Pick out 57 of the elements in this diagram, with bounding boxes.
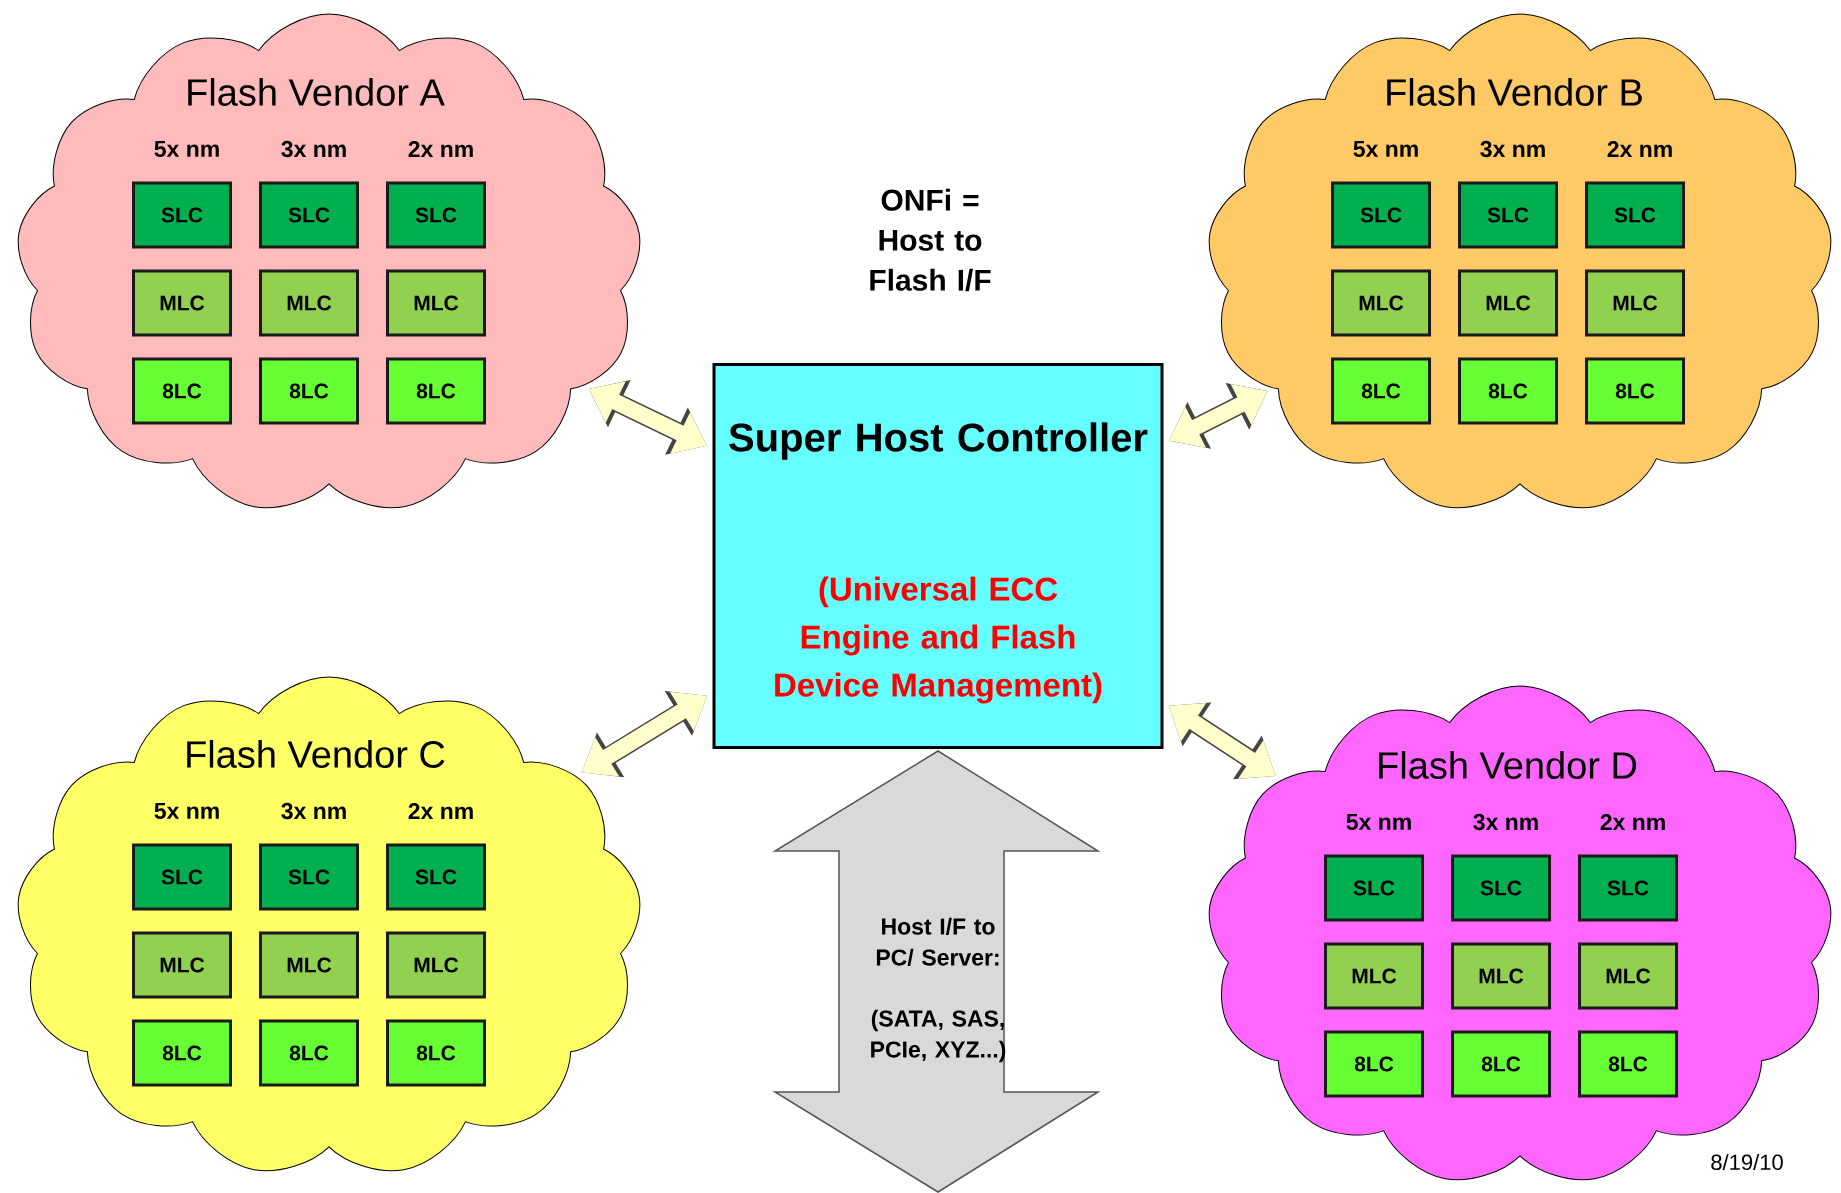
column-header: 5x nm (1346, 813, 1411, 830)
memory-cell: SLC (259, 181, 359, 249)
memory-cell: SLC (1331, 181, 1431, 249)
memory-cell: MLC (1578, 942, 1678, 1010)
memory-cell: SLC (132, 843, 232, 911)
memory-cell: 8LC (132, 357, 232, 425)
memory-cell: 8LC (1578, 1030, 1678, 1098)
column-header: 3x nm (1480, 140, 1545, 158)
column-header: 2x nm (1600, 813, 1665, 831)
memory-cell: 8LC (386, 357, 486, 425)
memory-cell: MLC (132, 269, 232, 337)
memory-cell: SLC (1585, 181, 1685, 249)
memory-cell: SLC (386, 843, 486, 911)
memory-cell: MLC (1585, 269, 1685, 337)
memory-cell: MLC (1458, 269, 1558, 337)
column-header: 5x nm (154, 140, 219, 157)
controller-title: Super Host Controller (729, 422, 1148, 460)
memory-cell: SLC (1324, 854, 1424, 922)
memory-cell: 8LC (132, 1019, 232, 1087)
memory-cell: SLC (1458, 181, 1558, 249)
column-header: 2x nm (408, 802, 473, 820)
memory-cell: 8LC (386, 1019, 486, 1087)
memory-cell: 8LC (1458, 357, 1558, 425)
memory-cell: MLC (1331, 269, 1431, 337)
controller-description: (Universal ECC Engine and Flash Device Management) (775, 576, 1102, 704)
memory-cell: SLC (1451, 854, 1551, 922)
memory-cell: SLC (132, 181, 232, 249)
column-header: 3x nm (1473, 813, 1538, 831)
memory-cell: MLC (386, 269, 486, 337)
column-header: 2x nm (408, 140, 473, 158)
memory-cell: SLC (259, 843, 359, 911)
memory-cell: 8LC (1451, 1030, 1551, 1098)
note-text: ONFi = Host to Flash I/F (870, 188, 991, 292)
memory-cell: MLC (386, 931, 486, 999)
memory-cell: 8LC (1585, 357, 1685, 425)
column-header: 3x nm (281, 802, 346, 820)
interface-text: Host I/F to PC/ Server: (SATA, SAS, PCIe, XYZ...) (871, 917, 1006, 1063)
memory-cell: MLC (132, 931, 232, 999)
column-header: 3x nm (281, 140, 346, 158)
memory-cell: 8LC (259, 357, 359, 425)
column-header: 2x nm (1607, 140, 1672, 158)
memory-cell: 8LC (1324, 1030, 1424, 1098)
vendor-title: Flash Vendor D (1379, 751, 1637, 779)
memory-cell: MLC (1324, 942, 1424, 1010)
vendor-title: Flash Vendor B (1387, 78, 1642, 106)
memory-cell: SLC (1578, 854, 1678, 922)
memory-cell: MLC (259, 269, 359, 337)
memory-cell: MLC (259, 931, 359, 999)
vendor-title: Flash Vendor C (187, 740, 445, 768)
vendor-title: Flash Vendor A (188, 78, 445, 106)
memory-cell: 8LC (1331, 357, 1431, 425)
memory-cell: SLC (386, 181, 486, 249)
column-header: 5x nm (154, 802, 219, 819)
column-header: 5x nm (1353, 140, 1418, 157)
memory-cell: MLC (1451, 942, 1551, 1010)
memory-cell: 8LC (259, 1019, 359, 1087)
date-text: 8/19/10 (1711, 1153, 1783, 1171)
